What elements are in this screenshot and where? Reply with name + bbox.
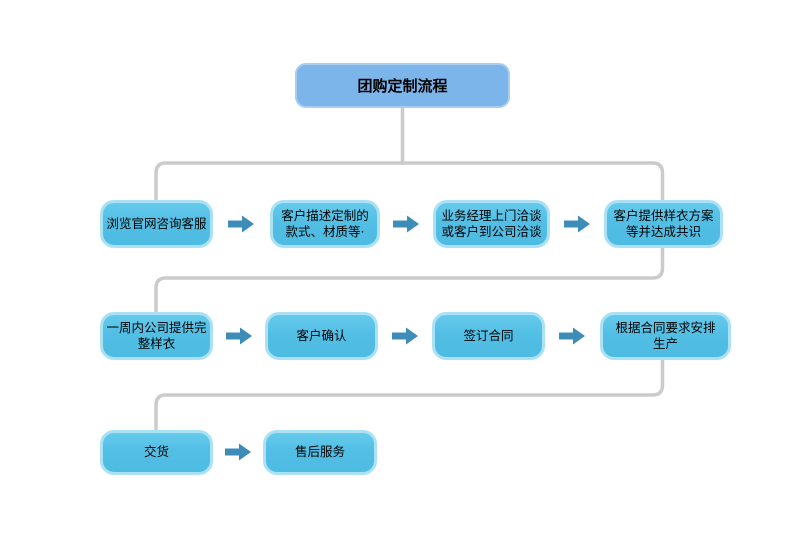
- connector-row1-to-row2: [154, 248, 665, 312]
- node-title: 团购定制流程: [295, 63, 510, 108]
- arrow-right-icon: [393, 215, 420, 233]
- arrow-right-icon: [228, 215, 255, 233]
- arrow-right-icon: [559, 327, 586, 345]
- arrow-right-icon: [564, 215, 591, 233]
- node-browse-website: 浏览官网咨询客服: [100, 200, 213, 248]
- node-manager-negotiate: 业务经理上门洽谈 或客户到公司洽谈: [433, 200, 550, 248]
- node-after-sales-service: 售后服务: [263, 430, 377, 475]
- node-arrange-production: 根据合同要求安排 生产: [600, 312, 731, 360]
- connector-row2-to-row3: [154, 360, 665, 430]
- connector-title-to-row1: [154, 161, 665, 200]
- node-describe-style: 客户描述定制的 款式、材质等·: [270, 200, 380, 248]
- node-sign-contract: 签订合同: [432, 312, 545, 360]
- arrow-right-icon: [225, 443, 252, 461]
- node-sample-plan-consensus: 客户提供样衣方案 等并达成共识: [604, 200, 723, 248]
- node-delivery: 交货: [100, 430, 213, 475]
- node-provide-complete-sample: 一周内公司提供完 整样衣: [100, 312, 213, 360]
- arrow-right-icon: [392, 327, 419, 345]
- arrow-right-icon: [226, 327, 253, 345]
- node-customer-confirm: 客户确认: [265, 312, 378, 360]
